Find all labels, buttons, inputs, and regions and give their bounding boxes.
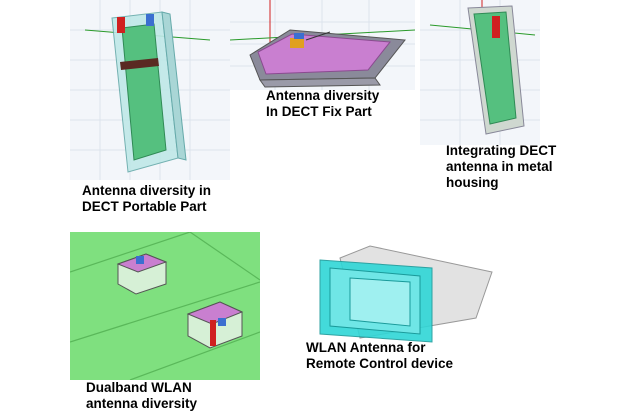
caption-fix-part: Antenna diversity In DECT Fix Part xyxy=(266,88,380,119)
caption-dualband-wlan: Dualband WLAN antenna diversity xyxy=(86,380,198,411)
caption-portable-part: Antenna diversity in DECT Portable Part xyxy=(82,183,212,214)
portable-part-model xyxy=(70,0,230,180)
caption-metal-housing: Integrating DECT antenna in metal housin… xyxy=(446,143,557,190)
caption-remote-control: WLAN Antenna for Remote Control device xyxy=(306,340,454,371)
remote-control-model xyxy=(300,238,500,350)
metal-housing-model xyxy=(420,0,540,145)
dualband-wlan-model xyxy=(70,232,260,380)
fix-part-model xyxy=(230,0,415,90)
